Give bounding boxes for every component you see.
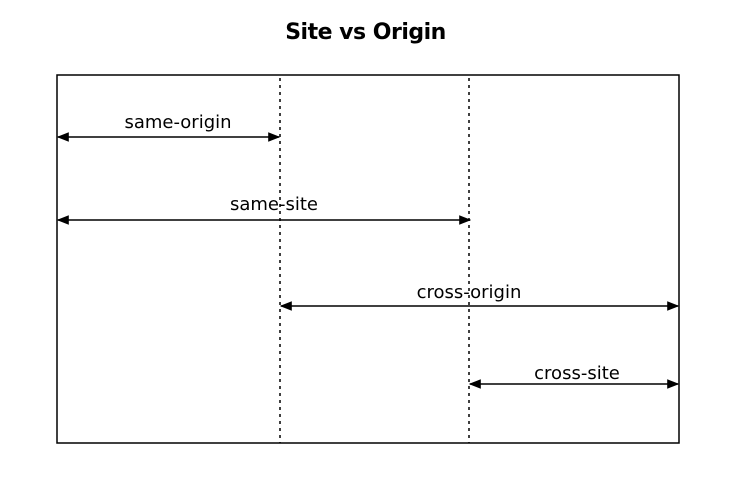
cross-origin-label: cross-origin [417, 282, 522, 303]
same-origin-label: same-origin [124, 112, 231, 133]
same-site-label: same-site [230, 194, 318, 215]
frame-box [56, 74, 680, 444]
diagram-title: Site vs Origin [285, 20, 446, 45]
cross-site-label: cross-site [534, 363, 620, 384]
